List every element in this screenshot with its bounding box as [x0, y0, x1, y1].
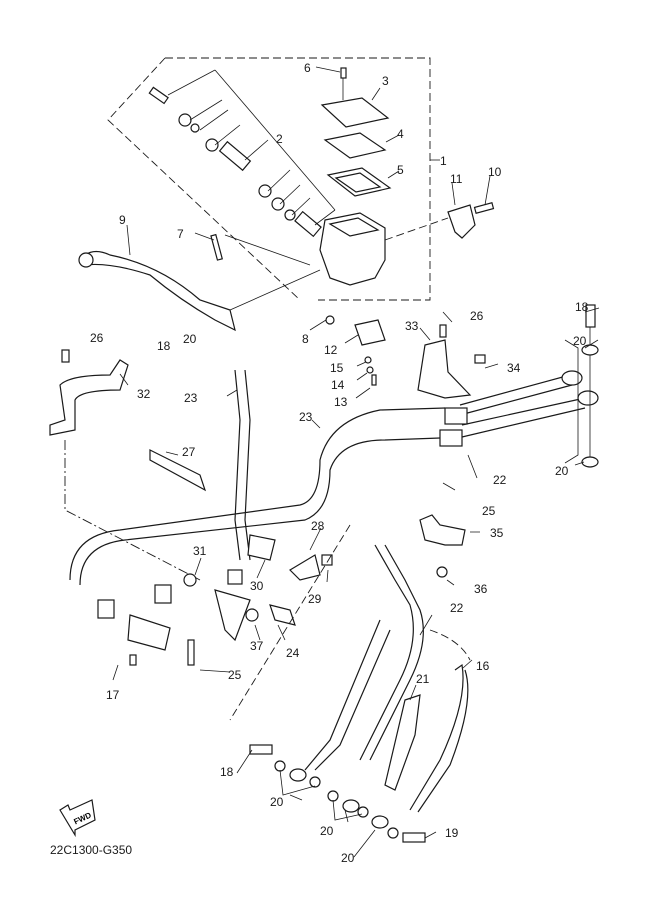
callout-19: 19 [445, 826, 459, 840]
joint-bracket [419, 514, 466, 546]
lower-joint-parts [97, 534, 333, 666]
callout-18-right: 18 [575, 300, 589, 314]
callout-16: 16 [476, 659, 490, 673]
callout-1: 1 [440, 154, 447, 168]
joint-cover [417, 339, 472, 399]
callout-20-lower-mid: 20 [320, 824, 334, 838]
callout-6: 6 [304, 61, 311, 75]
callout-12: 12 [324, 343, 338, 357]
callout-32: 32 [137, 387, 151, 401]
assembly-boundary [107, 57, 431, 301]
callout-27: 27 [182, 445, 196, 459]
callout-18-lower: 18 [220, 765, 234, 779]
callout-20-lower-left: 20 [270, 795, 284, 809]
callout-14: 14 [331, 378, 345, 392]
callout-25-right: 25 [482, 504, 496, 518]
callout-29: 29 [308, 592, 322, 606]
hose-stay [49, 359, 129, 436]
reservoir-parts [320, 67, 392, 197]
upper-hoses [439, 304, 599, 468]
callout-25-left: 25 [228, 668, 242, 682]
switch-parts [325, 315, 386, 386]
callout-34: 34 [507, 361, 521, 375]
callout-15: 15 [330, 361, 344, 375]
callout-4: 4 [397, 127, 404, 141]
callout-20-right-bottom: 20 [555, 464, 569, 478]
brake-lever [84, 250, 236, 332]
lower-hoses [229, 524, 471, 843]
callout-18-left: 18 [157, 339, 171, 353]
callout-7: 7 [177, 227, 184, 241]
callout-17: 17 [106, 688, 120, 702]
callout-22-lower: 22 [450, 601, 464, 615]
fwd-arrow-icon: FWD [59, 799, 96, 838]
callout-10: 10 [488, 165, 502, 179]
callout-8: 8 [302, 332, 309, 346]
callout-26-right: 26 [470, 309, 484, 323]
piston-kit-parts [148, 69, 336, 238]
brake-hose-23 [69, 369, 446, 586]
callout-2: 2 [276, 132, 283, 146]
callout-24: 24 [286, 646, 300, 660]
callout-23-left: 23 [184, 391, 198, 405]
diagram-code: 22C1300-G350 [50, 843, 133, 857]
callout-5: 5 [397, 163, 404, 177]
holder-parts [384, 202, 495, 241]
callout-20-right-top: 20 [573, 334, 587, 348]
callout-31: 31 [193, 544, 207, 558]
callout-3: 3 [382, 74, 389, 88]
callout-23-right: 23 [299, 410, 313, 424]
callout-9: 9 [119, 213, 126, 227]
callout-22-upper: 22 [493, 473, 507, 487]
callout-13: 13 [334, 395, 348, 409]
callout-30: 30 [250, 579, 264, 593]
callout-20-lower-right: 20 [341, 851, 355, 865]
callout-26-left: 26 [90, 331, 104, 345]
callout-28: 28 [311, 519, 325, 533]
callout-21: 21 [416, 672, 430, 686]
callout-36: 36 [474, 582, 488, 596]
callout-11: 11 [450, 172, 463, 186]
callout-35: 35 [490, 526, 504, 540]
cable-band [149, 449, 207, 492]
callout-37: 37 [250, 639, 264, 653]
callout-20-left: 20 [183, 332, 197, 346]
callout-leaders [112, 66, 600, 858]
callout-33: 33 [405, 319, 419, 333]
